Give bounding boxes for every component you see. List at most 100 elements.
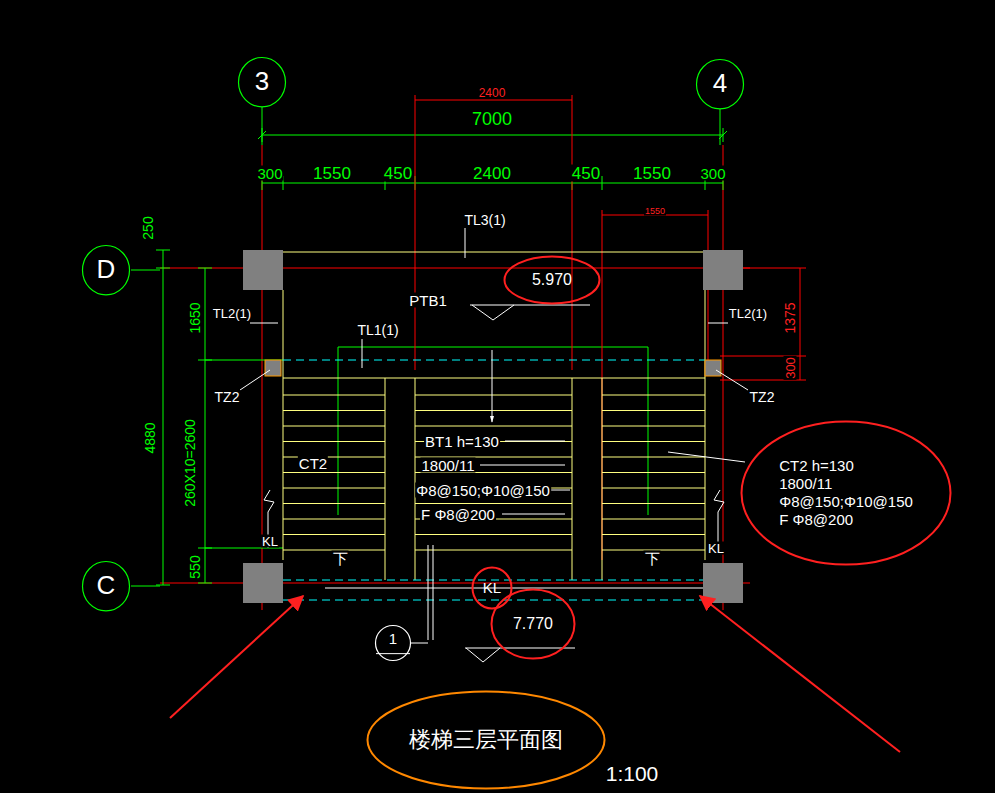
dimension-text: 4880 (143, 421, 157, 454)
dimension-text: 1550 (644, 207, 666, 216)
node-text: 楼梯三层平面图 (409, 727, 563, 753)
stair-tread (283, 534, 385, 535)
stair-tread (602, 410, 705, 411)
dimension-text: 260X10=2600 (183, 418, 197, 508)
stair-tread (283, 426, 385, 427)
stair-tread (602, 534, 705, 535)
node-text-group: 5.970 (532, 270, 572, 289)
node-text: 1800/11 (779, 475, 832, 493)
outline-shape (492, 590, 575, 659)
dimension-text: 1550 (312, 165, 352, 182)
outline-shape (697, 59, 744, 108)
stair-tread (283, 503, 385, 504)
annotation-text: TL1(1) (356, 323, 399, 337)
node-text-group: 1 (389, 630, 397, 648)
stair-tread (602, 457, 705, 458)
annotation-text: TZ2 (749, 390, 776, 404)
dimension-text: 250 (141, 215, 155, 240)
markup-ellipse: CT2 h=1301800/11Φ8@150;Φ10@150F Φ8@200 (740, 420, 952, 566)
dimension-text: 2400 (472, 165, 512, 182)
outline-shape (368, 692, 605, 789)
node-text: 4 (713, 68, 727, 99)
axis-bubble: 3 (237, 56, 287, 108)
node-text-group: CT2 h=1301800/11Φ8@150;Φ10@150F Φ8@200 (779, 457, 913, 529)
stair-tread (415, 426, 572, 427)
stair-tread (415, 534, 572, 535)
annotation-text: TZ2 (214, 390, 241, 404)
stair-tread (602, 488, 705, 489)
annotation-text: TL2(1) (728, 307, 768, 320)
annotation-text: F Φ8@200 (420, 507, 496, 522)
stair-tread (415, 410, 572, 411)
annotation-text: 1800/11 (420, 458, 475, 473)
stair-tread (602, 441, 705, 442)
dimension-text: 300 (699, 166, 726, 181)
axis-bubble: 4 (695, 58, 745, 110)
node-text-group: C (97, 570, 116, 601)
annotation-text: 1:100 (605, 763, 660, 784)
node-text-group: 7.770 (513, 614, 553, 633)
node-text: C (97, 570, 116, 601)
node-text-group: 3 (255, 66, 269, 97)
node-text: KL (483, 579, 501, 597)
stair-tread (602, 426, 705, 427)
stair-tread (283, 441, 385, 442)
title-markup: 楼梯三层平面图 (366, 690, 606, 790)
dimension-text: 300 (784, 356, 797, 380)
dimension-text: 450 (571, 165, 601, 182)
node-text: 1 (389, 630, 397, 648)
outline-shape (505, 257, 600, 304)
axis-bubble: D (81, 244, 131, 296)
section-symbol: 1 (374, 624, 412, 662)
node-text-group: 4 (713, 68, 727, 99)
stair-tread (602, 503, 705, 504)
axis-bubble: C (81, 560, 131, 612)
outline-shape (83, 245, 130, 294)
stair-tread (283, 519, 385, 520)
annotation-text: TL2(1) (212, 307, 252, 320)
dimension-text: 1550 (632, 165, 672, 182)
node-text: 7.770 (513, 614, 553, 633)
node-text: CT2 h=130 (779, 457, 854, 475)
outline-shape (239, 57, 286, 106)
annotation-text: KL (261, 535, 279, 548)
dimension-text: 550 (188, 554, 202, 579)
annotation-text: 下 (332, 551, 349, 566)
markup-circle: KL (471, 566, 513, 610)
stair-tread (415, 395, 572, 396)
node-text-group: KL (483, 579, 501, 597)
section-line (376, 653, 410, 654)
stair-tread (415, 503, 572, 504)
stair-tread (283, 488, 385, 489)
annotation-text: TL3(1) (463, 213, 506, 227)
stair-tread (283, 395, 385, 396)
node-text: F Φ8@200 (779, 511, 853, 529)
annotation-text: CT2 (298, 456, 328, 471)
annotation-text: KL (707, 542, 725, 555)
dimension-text: 450 (383, 165, 413, 182)
markup-ellipse: 7.770 (490, 588, 576, 660)
node-text: D (97, 254, 116, 285)
node-text: 3 (255, 66, 269, 97)
outline-shape (83, 561, 130, 610)
annotation-text: PTB1 (408, 293, 448, 308)
stair-tread (602, 395, 705, 396)
dimension-text: 2400 (478, 87, 507, 99)
stair-tread (283, 410, 385, 411)
outline-shape (742, 422, 951, 565)
annotation-text: Φ8@150;Φ10@150 (415, 483, 551, 498)
node-text-group: 楼梯三层平面图 (409, 727, 563, 753)
stair-tread (415, 550, 572, 551)
stair-tread (602, 472, 705, 473)
outline-shape (473, 568, 512, 609)
node-text: 5.970 (532, 270, 572, 289)
stair-tread (283, 472, 385, 473)
node-text-group: D (97, 254, 116, 285)
dimension-text: 1650 (188, 301, 202, 334)
markup-ellipse: 5.970 (503, 255, 601, 305)
dimension-text: 300 (256, 166, 283, 181)
node-text: Φ8@150;Φ10@150 (779, 493, 913, 511)
dimension-text: 7000 (471, 110, 513, 128)
annotation-text: BT1 h=130 (424, 434, 500, 449)
